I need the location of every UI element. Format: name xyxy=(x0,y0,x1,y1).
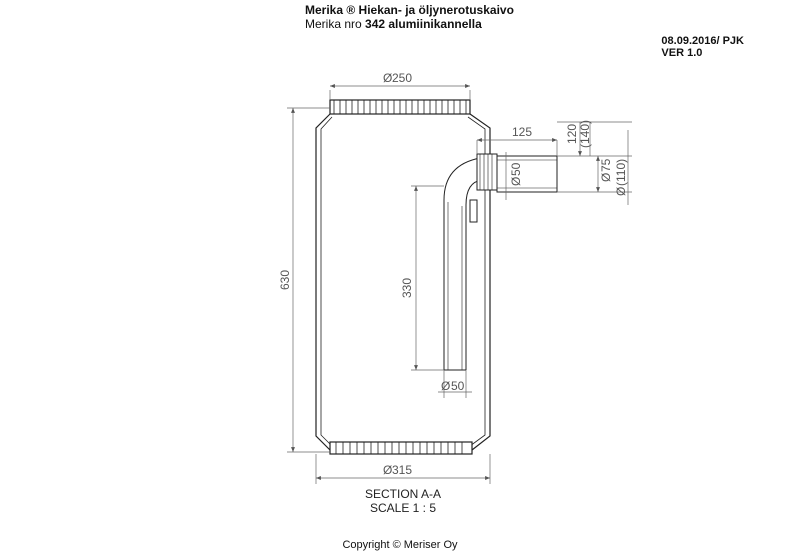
section-label: SECTION A-A xyxy=(365,487,441,501)
dim-height: 630 xyxy=(278,270,292,290)
dim-bottom-diameter: 315 xyxy=(392,463,412,477)
dim-outlet-diameter-ref: (110) xyxy=(614,159,628,186)
dim-outlet-diameter-ref-symbol: Ø xyxy=(614,187,628,196)
dim-top-diameter: 250 xyxy=(392,71,412,85)
title-block: Merika ® Hiekan- ja öljynerotuskaivo Mer… xyxy=(305,3,514,31)
dim-inner-pipe-length: 330 xyxy=(400,278,414,298)
well-body xyxy=(315,99,491,455)
dim-inlet-diameter: 50 xyxy=(509,162,523,176)
dim-outlet-height: 120 xyxy=(565,124,579,144)
dim-outlet-height-ref: (140) xyxy=(578,120,592,148)
drawing-title: Merika ® Hiekan- ja öljynerotuskaivo xyxy=(305,3,514,17)
dimension-lines xyxy=(287,84,632,484)
drawing-version: VER 1.0 xyxy=(661,47,703,59)
dim-outlet-diameter-symbol: Ø xyxy=(599,173,613,182)
inner-pipe xyxy=(443,153,498,371)
drawing-date: 08.09.2016/ PJK xyxy=(661,35,744,47)
dimension-text: Ø 250 Ø 315 630 330 Ø 50 Ø 50 125 120 (1… xyxy=(278,71,628,477)
revision-block: 08.09.2016/ PJK VER 1.0 xyxy=(661,35,744,59)
dim-outlet-offset: 125 xyxy=(512,125,532,139)
drawing-subtitle: Merika nro 342 alumiinikannella xyxy=(305,17,514,31)
bottom-rim xyxy=(329,441,473,455)
dim-inlet-diameter-symbol: Ø xyxy=(509,177,523,186)
dim-inner-pipe-diameter-symbol: Ø xyxy=(441,379,450,393)
dim-top-diameter-symbol: Ø xyxy=(383,71,392,85)
subtitle-model: 342 alumiinikannella xyxy=(365,17,482,31)
copyright-text: Copyright © Meriser Oy xyxy=(342,539,458,551)
section-scale: SCALE 1 : 5 xyxy=(370,501,436,515)
subtitle-prefix: Merika nro xyxy=(305,17,366,31)
outlet-pipe xyxy=(496,155,558,193)
dim-bottom-diameter-symbol: Ø xyxy=(383,463,392,477)
dim-inner-pipe-diameter: 50 xyxy=(451,379,465,393)
dim-outlet-diameter: 75 xyxy=(599,158,613,172)
